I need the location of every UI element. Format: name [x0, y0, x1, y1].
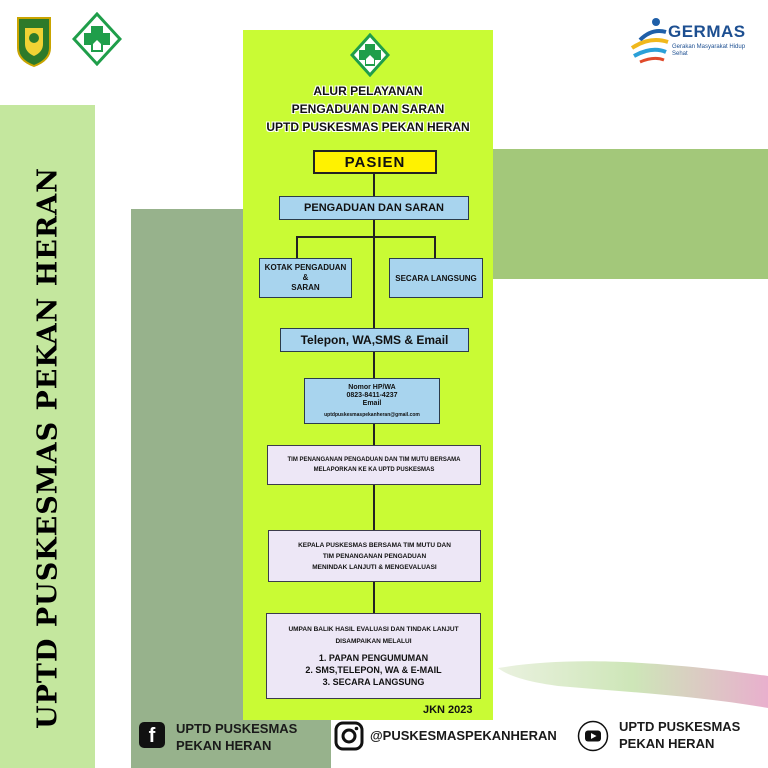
- tim-line-1: TIM PENANGANAN PENGADUAN DAN TIM MUTU BE…: [287, 457, 461, 463]
- tim-line-2: MELAPORKAN KE KA UPTD PUSKESMAS: [313, 467, 435, 473]
- youtube-line-2: PEKAN HERAN: [619, 736, 715, 751]
- germas-logo-icon: [630, 18, 669, 64]
- connector-line: [373, 174, 375, 196]
- decorative-swoosh: [498, 661, 768, 708]
- umpan-item-2: 2. SMS,TELEPON, WA & E-MAIL: [305, 665, 442, 675]
- contact-number: 0823-8411-4237: [346, 391, 398, 399]
- vertical-side-label: UPTD PUSKESMAS PEKAN HERAN: [32, 167, 64, 729]
- connector-line: [373, 220, 375, 328]
- contact-info-box: Nomor HP/WA 0823-8411-4237 Email uptdpus…: [304, 378, 440, 424]
- pengaduan-saran-box: PENGADUAN DAN SARAN: [279, 196, 469, 220]
- left-green-band: [0, 105, 95, 768]
- flowchart-poster: [243, 30, 493, 720]
- puskesmas-logo-icon: [72, 12, 122, 66]
- poster-title-line-1: ALUR PELAYANAN: [313, 84, 423, 98]
- pasien-box: PASIEN: [313, 150, 437, 174]
- connector-line: [373, 352, 375, 378]
- kotak-line-2: &: [302, 273, 309, 282]
- regional-emblem-icon: [17, 17, 51, 68]
- instagram-handle[interactable]: @PUSKESMASPEKANHERAN: [370, 728, 557, 743]
- instagram-icon[interactable]: [334, 721, 364, 751]
- kepala-line-1: KEPALA PUSKESMAS BERSAMA TIM MUTU DAN: [298, 541, 451, 549]
- facebook-icon[interactable]: f: [139, 722, 165, 748]
- facebook-line-1: UPTD PUSKESMAS: [176, 721, 298, 736]
- youtube-line-1: UPTD PUSKESMAS: [619, 719, 741, 734]
- tim-penanganan-box: TIM PENANGANAN PENGADUAN DAN TIM MUTU BE…: [267, 445, 481, 485]
- contact-email-label: Email: [362, 399, 382, 407]
- kepala-line-2: TIM PENANGANAN PENGADUAN: [322, 552, 427, 560]
- connector-line: [434, 236, 436, 258]
- kepala-line-3: MENINDAK LANJUTI & MENGEVALUASI: [312, 563, 437, 571]
- secara-langsung-box: SECARA LANGSUNG: [389, 258, 483, 298]
- poster-title-line-2: PENGADUAN DAN SARAN: [291, 102, 445, 116]
- kotak-line-3: SARAN: [291, 283, 320, 292]
- connector-line: [373, 485, 375, 530]
- facebook-line-2: PEKAN HERAN: [176, 738, 272, 753]
- facebook-handle[interactable]: UPTD PUSKESMAS PEKAN HERAN: [176, 720, 297, 754]
- kotak-pengaduan-box: KOTAK PENGADUAN & SARAN: [259, 258, 352, 298]
- umpan-intro-1: UMPAN BALIK HASIL EVALUASI DAN TINDAK LA…: [288, 626, 459, 633]
- poster-title-line-3: UPTD PUSKESMAS PEKAN HERAN: [266, 120, 470, 134]
- umpan-item-3: 3. SECARA LANGSUNG: [322, 677, 425, 687]
- germas-title: GERMAS: [668, 22, 746, 41]
- connector-line: [373, 424, 375, 445]
- telepon-wa-sms-email-box: Telepon, WA,SMS & Email: [280, 328, 469, 352]
- poster-puskesmas-logo-icon: [350, 33, 390, 77]
- umpan-list: 1. PAPAN PENGUMUMAN 2. SMS,TELEPON, WA &…: [305, 652, 441, 688]
- connector-line: [296, 236, 436, 238]
- right-green-band: [493, 149, 768, 279]
- jkn-year-tag: JKN 2023: [423, 704, 473, 716]
- contact-label: Nomor HP/WA: [348, 383, 396, 391]
- umpan-balik-box: UMPAN BALIK HASIL EVALUASI DAN TINDAK LA…: [266, 613, 481, 699]
- germas-subtitle: Gerakan Masyarakat Hidup Sehat: [672, 44, 746, 57]
- youtube-icon[interactable]: [577, 720, 609, 752]
- connector-line: [296, 236, 298, 258]
- connector-line: [373, 582, 375, 613]
- kotak-line-1: KOTAK PENGADUAN: [264, 263, 347, 272]
- umpan-item-1: 1. PAPAN PENGUMUMAN: [318, 653, 429, 663]
- kepala-puskesmas-box: KEPALA PUSKESMAS BERSAMA TIM MUTU DAN TI…: [268, 530, 481, 582]
- youtube-handle[interactable]: UPTD PUSKESMAS PEKAN HERAN: [619, 718, 740, 752]
- umpan-intro-2: DISAMPAIKAN MELALUI: [335, 638, 412, 645]
- contact-email: uptdpuskesmaspekanheran@gmail.com: [324, 411, 420, 418]
